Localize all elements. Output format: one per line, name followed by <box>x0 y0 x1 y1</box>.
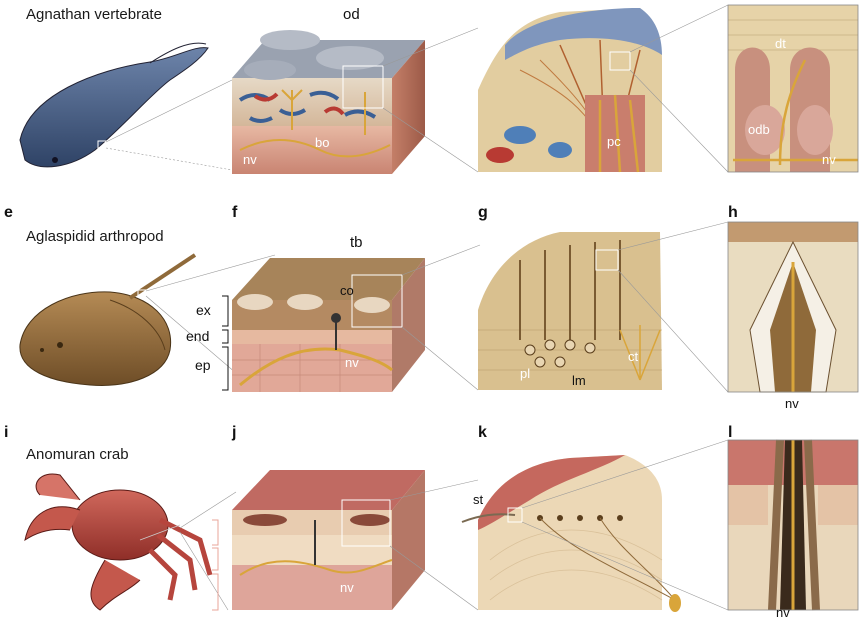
arthropod-cuticle-block <box>232 258 425 392</box>
crab-cuticle-block <box>232 470 425 610</box>
label-pl: pl <box>520 366 531 381</box>
label-nv-row1-block: nv <box>243 152 257 167</box>
row-title-aglaspidid: Aglaspidid arthropod <box>26 228 164 245</box>
label-lm: lm <box>572 373 586 388</box>
label-ep: ep <box>195 357 211 373</box>
setal-pore-section <box>461 455 681 612</box>
sensory-pore-detail <box>727 221 859 393</box>
row-title-anomuran: Anomuran crab <box>26 446 129 463</box>
panel-letter-j: j <box>232 424 237 441</box>
agnathan-fish-illustration <box>19 42 209 168</box>
vertebrate-skin-block <box>232 30 425 174</box>
label-odb: odb <box>748 122 770 137</box>
label-od: od <box>343 6 360 23</box>
dentine-tubule-detail <box>727 4 859 173</box>
panel-letter-e: e <box>4 204 13 221</box>
label-nv-row3-block: nv <box>340 580 354 595</box>
panel-letter-h: h <box>728 204 738 221</box>
label-dt: dt <box>775 36 786 51</box>
label-nv-row1-detail: nv <box>822 152 836 167</box>
label-nv-row2-detail: nv <box>785 396 799 411</box>
layer-brackets-faint <box>212 519 219 611</box>
seta-base-detail <box>727 439 859 611</box>
row-title-agnathan: Agnathan vertebrate <box>26 6 162 23</box>
panel-letter-g: g <box>478 204 488 221</box>
label-bo: bo <box>315 135 330 150</box>
label-ex: ex <box>196 302 211 318</box>
label-st: st <box>473 492 484 507</box>
label-co: co <box>340 283 354 298</box>
label-tb: tb <box>350 234 363 251</box>
label-nv-row2-block: nv <box>345 355 359 370</box>
anomuran-crab-illustration <box>24 473 213 611</box>
aglaspidid-illustration <box>19 253 197 386</box>
label-pc: pc <box>607 134 621 149</box>
odontode-section <box>478 8 662 173</box>
panel-letter-l: l <box>728 424 733 441</box>
layer-brackets <box>222 295 229 391</box>
label-end: end <box>186 328 210 344</box>
panel-letter-f: f <box>232 204 238 221</box>
label-ct: ct <box>628 349 639 364</box>
cuticle-pore-section <box>478 232 662 390</box>
panel-letter-i: i <box>4 424 9 441</box>
panel-letter-k: k <box>478 424 487 441</box>
label-nv-row3-detail: nv <box>776 605 790 620</box>
